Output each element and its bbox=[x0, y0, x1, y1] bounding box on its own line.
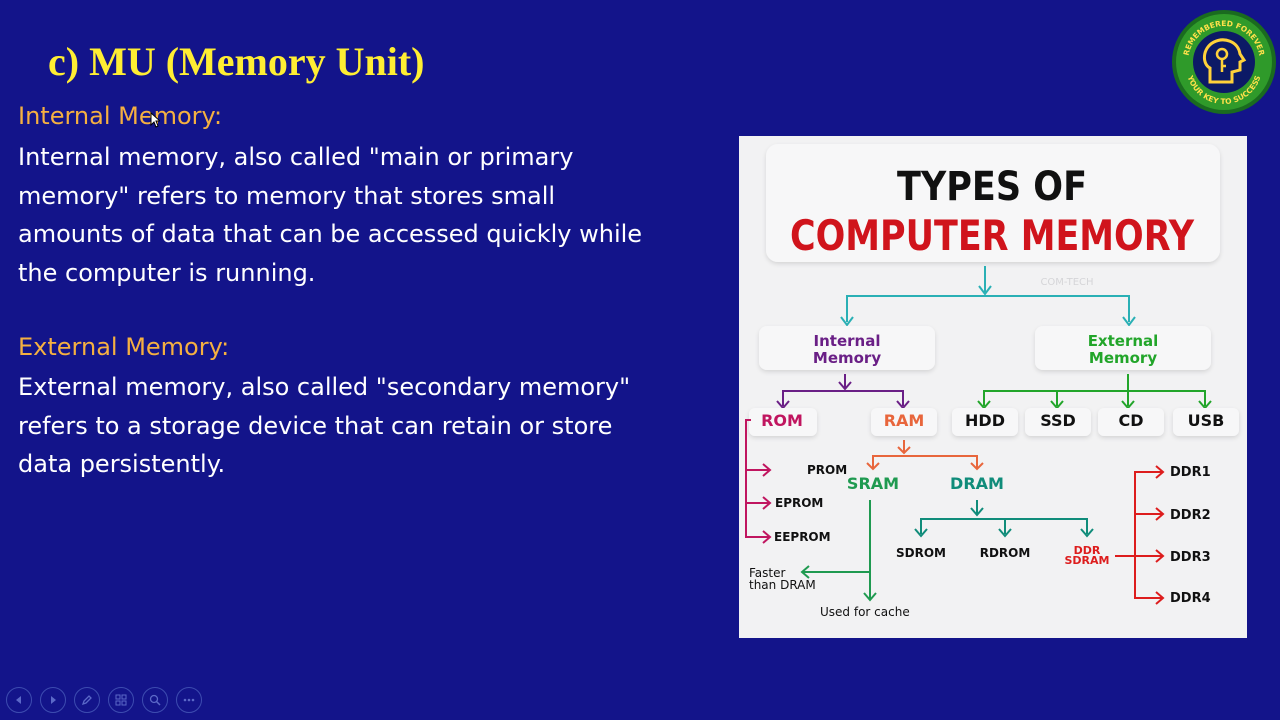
prom-label: PROM bbox=[807, 463, 847, 477]
rom-bracket-arrows bbox=[745, 419, 772, 544]
mouse-cursor-icon bbox=[150, 111, 162, 132]
internal-line: the computer is running. bbox=[18, 258, 316, 287]
zoom-icon[interactable] bbox=[142, 687, 168, 713]
ram-label: RAM bbox=[884, 411, 925, 430]
internal-card bbox=[759, 326, 935, 370]
internal-line: memory" refers to memory that stores sma… bbox=[18, 181, 556, 210]
figure-title-line1: TYPES OF bbox=[897, 164, 1087, 210]
usb-label: USB bbox=[1188, 411, 1225, 430]
next-icon[interactable] bbox=[40, 687, 66, 713]
sram-note-arrows bbox=[800, 500, 877, 602]
slideshow-nav bbox=[6, 687, 202, 713]
ddr-label: DDR bbox=[1074, 544, 1101, 557]
internal-memory-text: Internal memory, also called "main or pr… bbox=[18, 138, 708, 292]
internal-split-arrows bbox=[776, 374, 910, 410]
internal-label-2: Memory bbox=[813, 349, 881, 367]
sdram-label: SDRAM bbox=[1065, 554, 1110, 567]
rom-label: ROM bbox=[761, 411, 803, 430]
watermark-text: COM-TECH bbox=[1040, 277, 1093, 288]
slide-title: c) MU (Memory Unit) bbox=[48, 39, 425, 84]
figure-title-line2: COMPUTER MEMORY bbox=[790, 211, 1194, 260]
ddr1-label: DDR1 bbox=[1170, 465, 1211, 480]
ddr4-label: DDR4 bbox=[1170, 591, 1211, 606]
ddr3-label: DDR3 bbox=[1170, 550, 1211, 565]
external-split-arrows bbox=[977, 374, 1212, 410]
rdrom-label: RDROM bbox=[980, 546, 1031, 560]
slides-icon[interactable] bbox=[108, 687, 134, 713]
sram-note-1b: than DRAM bbox=[749, 578, 816, 592]
prev-icon[interactable] bbox=[6, 687, 32, 713]
external-line: refers to a storage device that can reta… bbox=[18, 411, 613, 440]
pen-icon[interactable] bbox=[74, 687, 100, 713]
external-memory-heading: External Memory: bbox=[18, 333, 230, 361]
memory-types-figure: TYPES OF COMPUTER MEMORY COM-TECH Intern… bbox=[739, 136, 1247, 638]
internal-line: Internal memory, also called "main or pr… bbox=[18, 143, 574, 171]
dram-label: DRAM bbox=[950, 474, 1004, 493]
eprom-label: EPROM bbox=[775, 496, 823, 510]
eeprom-label: EEPROM bbox=[774, 530, 831, 544]
external-card bbox=[1035, 326, 1211, 370]
external-line: data persistently. bbox=[18, 450, 226, 478]
sram-label: SRAM bbox=[847, 474, 899, 493]
internal-line: amounts of data that can be accessed qui… bbox=[18, 220, 643, 248]
external-line: External memory, also called "secondary … bbox=[18, 373, 631, 401]
ddr-bracket-arrows bbox=[1115, 465, 1165, 605]
ram-split-arrows bbox=[866, 440, 984, 471]
ddr2-label: DDR2 bbox=[1170, 508, 1211, 523]
dram-split-arrows bbox=[914, 500, 1094, 538]
internal-label-1: Internal bbox=[814, 332, 881, 350]
internal-memory-heading: Internal Memory: bbox=[18, 102, 223, 130]
more-icon[interactable] bbox=[176, 687, 202, 713]
channel-logo: REMEMBERED FOREVER YOUR KEY TO SUCCESS bbox=[1170, 8, 1278, 116]
head-key-icon bbox=[1203, 38, 1247, 84]
external-label-1: External bbox=[1088, 332, 1159, 350]
external-label-2: Memory bbox=[1089, 349, 1157, 367]
sram-note-1a: Faster bbox=[749, 566, 785, 580]
ssd-label: SSD bbox=[1040, 411, 1076, 430]
sdrom-label: SDROM bbox=[896, 546, 946, 560]
sram-note-2: Used for cache bbox=[820, 605, 910, 619]
top-split-arrows bbox=[840, 266, 1136, 327]
external-memory-text: External memory, also called "secondary … bbox=[18, 368, 708, 484]
title-card bbox=[766, 144, 1220, 262]
hdd-label: HDD bbox=[965, 411, 1005, 430]
cd-label: CD bbox=[1118, 411, 1143, 430]
